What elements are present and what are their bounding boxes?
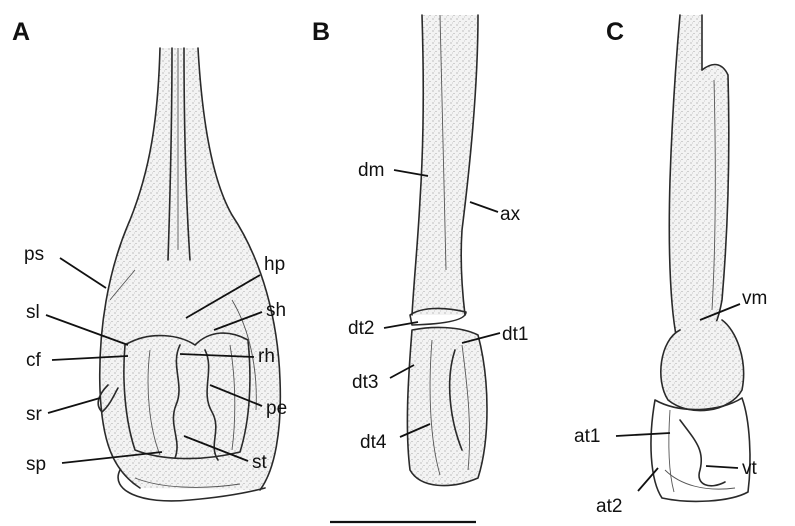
label-sp: sp bbox=[26, 454, 46, 475]
label-dt2: dt2 bbox=[348, 318, 374, 339]
label-hp: hp bbox=[264, 254, 285, 275]
panel-b-drawing bbox=[330, 15, 487, 522]
label-at2: at2 bbox=[596, 496, 622, 517]
label-vm: vm bbox=[742, 288, 767, 309]
label-st: st bbox=[252, 452, 268, 473]
label-ax: ax bbox=[500, 204, 521, 225]
label-vt: vt bbox=[742, 458, 758, 479]
label-dt1: dt1 bbox=[502, 324, 528, 345]
label-sr: sr bbox=[26, 404, 43, 425]
label-sh: sh bbox=[266, 300, 286, 321]
label-ps: ps bbox=[24, 244, 44, 265]
label-rh: rh bbox=[258, 346, 275, 367]
panel-a-drawing bbox=[98, 48, 280, 501]
label-dm: dm bbox=[358, 160, 384, 181]
label-cf: cf bbox=[26, 350, 42, 371]
panel-c-drawing bbox=[651, 15, 750, 501]
panel-letter-b: B bbox=[312, 18, 330, 46]
label-dt3: dt3 bbox=[352, 372, 378, 393]
label-sl: sl bbox=[26, 302, 40, 323]
label-pe: pe bbox=[266, 398, 287, 419]
label-dt4: dt4 bbox=[360, 432, 387, 453]
panel-letter-c: C bbox=[606, 18, 624, 46]
panel-letter-a: A bbox=[12, 18, 30, 46]
label-at1: at1 bbox=[574, 426, 600, 447]
